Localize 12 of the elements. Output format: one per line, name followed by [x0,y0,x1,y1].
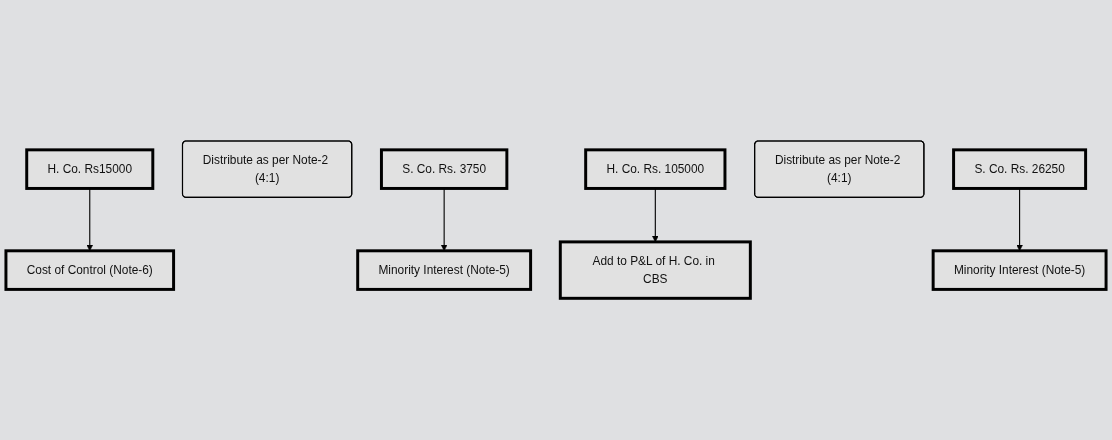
arrow [440,188,448,252]
node-box: Add to P&L of H. Co. in CBS [558,240,752,301]
node-box: Minority Interest (Note-5) [931,249,1108,292]
node-box: H. Co. Rs. 105000 [584,148,727,191]
node-box: Cost of Control (Note-6) [4,249,176,292]
node-box: Minority Interest (Note-5) [356,249,533,292]
node-box: H. Co. Rs15000 [25,148,155,191]
node-box: S. Co. Rs. 26250 [952,148,1088,191]
node-box: S. Co. Rs. 3750 [379,148,509,191]
arrow [86,188,94,252]
arrow [652,188,659,243]
arrow [1016,188,1023,252]
